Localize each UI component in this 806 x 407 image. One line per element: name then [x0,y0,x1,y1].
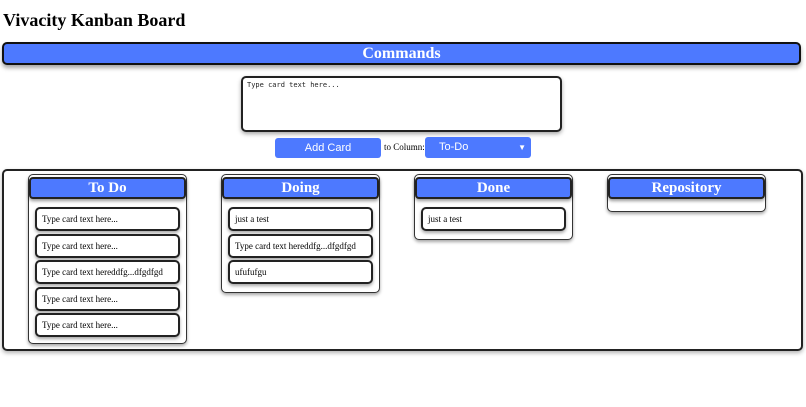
card[interactable]: Type card text here... [35,286,180,311]
chevron-down-icon: ▼ [518,143,526,152]
card[interactable]: just a test [228,207,373,231]
column-select[interactable]: To-Do ▼ [425,137,531,158]
column-header: Repository [608,177,765,199]
column-todo: To Do Type card text here... Type card t… [28,174,187,344]
card[interactable]: Type card text here... [35,207,180,231]
card[interactable]: Type card text here... [35,313,180,337]
page-title: Vivacity Kanban Board [3,10,186,30]
card[interactable]: ufufufgu [228,260,373,284]
column-repository: Repository [607,174,766,212]
card[interactable]: Type card text hereddfg...dfgdfgd [228,233,373,258]
column-header: Doing [222,177,379,199]
column-header: Done [415,177,572,199]
column-select-value: To-Do [439,141,469,153]
commands-header: Commands [2,42,801,65]
column-done: Done just a test [414,174,573,240]
add-card-button[interactable]: Add Card [275,138,381,158]
to-column-label: to Column: [384,142,425,152]
card[interactable]: Type card text here... [35,233,180,258]
card-text-input[interactable] [241,76,562,132]
kanban-board [2,169,803,351]
column-header: To Do [29,177,186,199]
column-doing: Doing just a test Type card text hereddf… [221,174,380,293]
card[interactable]: just a test [421,207,566,231]
card[interactable]: Type card text hereddfg...dfgdfgd [35,260,180,284]
